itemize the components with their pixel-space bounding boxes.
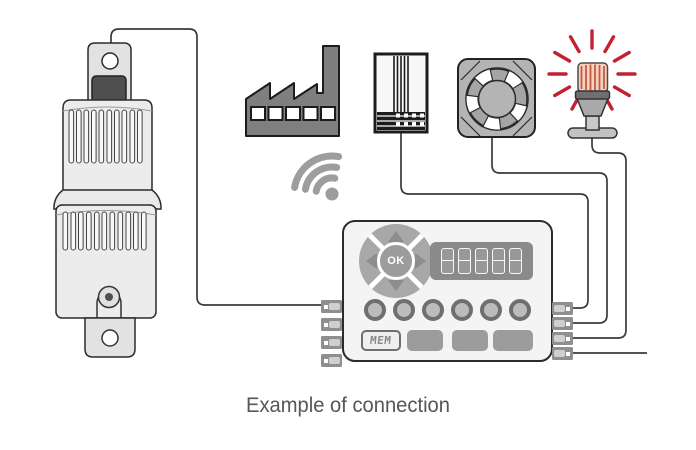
arrow-left-icon [366,253,377,269]
terminal-block-left [321,336,342,349]
display-digit [492,248,505,274]
terminal-block-left [321,300,342,313]
wire-beacon-to-controller [560,137,627,339]
terminal-pin [566,321,570,326]
machine-device-icon [53,42,162,358]
terminal-slot [554,335,565,342]
ok-button: OK [377,242,415,280]
indicator-knob [480,299,502,321]
arrow-down-icon [388,280,404,291]
display-digit [458,248,471,274]
mem-button: MEM [361,330,401,351]
wire-machine-to-controller [110,28,330,306]
display-digit [441,248,454,274]
wires [110,28,647,354]
function-button [407,330,443,351]
indicator-knob [422,299,444,321]
indicator-knob [393,299,415,321]
arrow-right-icon [415,253,426,269]
terminal-pin [324,358,328,363]
controller-panel: OK MEM [342,220,553,362]
factory-icon [245,45,340,137]
terminal-slot [554,350,565,357]
terminal-pin [324,340,328,345]
terminal-block-right [552,302,573,315]
wire-fan-to-controller [491,137,608,324]
terminal-slot [554,320,565,327]
terminal-pin [324,304,328,309]
terminal-block-right [552,347,573,360]
function-button [452,330,488,351]
indicator-knob [364,299,386,321]
mem-label: MEM [369,334,393,347]
wire-heater-to-controller [400,133,589,309]
arrow-up-icon [388,231,404,242]
indicator-knob [509,299,531,321]
function-button [493,330,533,351]
terminal-pin [566,306,570,311]
beacon-rays [547,29,637,111]
terminal-block-right [552,332,573,345]
heater-relay-icon [373,52,429,134]
terminal-slot [329,321,340,328]
diagram-caption: Example of connection [246,394,450,417]
terminal-pin [324,322,328,327]
terminal-slot [329,339,340,346]
beacon-icon [547,29,637,139]
dpad: OK [359,224,433,298]
terminal-slot [554,305,565,312]
terminal-block-left [321,354,342,367]
terminal-slot [329,357,340,364]
terminal-pin [566,351,570,356]
terminal-pin [566,336,570,341]
wifi-icon [291,152,343,201]
fan-icon [457,58,536,138]
display-digit [509,248,522,274]
seven-segment-display [430,242,533,280]
terminal-block-left [321,318,342,331]
display-digit [475,248,488,274]
terminal-block-right [552,317,573,330]
indicator-knob [451,299,473,321]
ok-label: OK [387,255,405,267]
terminal-slot [329,303,340,310]
